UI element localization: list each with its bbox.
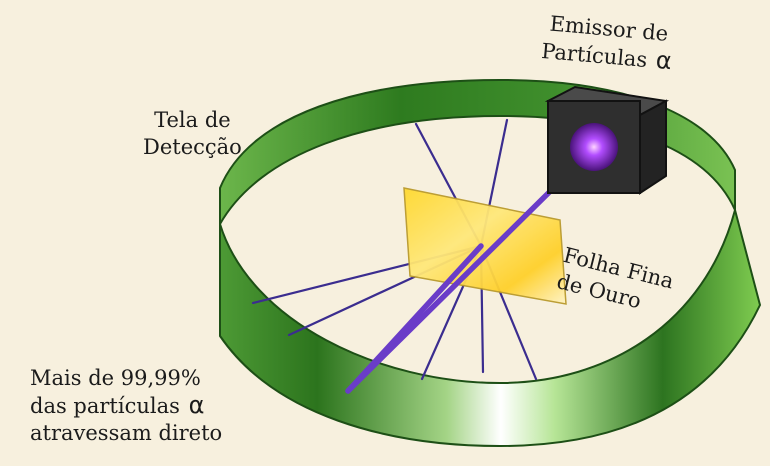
result-note-particles: das partículas — [30, 394, 180, 418]
result-note-line-3: atravessam direto — [30, 421, 223, 445]
emitter-label: Emissor de Partículas α — [540, 10, 675, 76]
result-note-line-2: das partículas α — [30, 392, 222, 420]
detection-screen-line-2: Detecção — [143, 135, 242, 159]
gold-foil — [403, 187, 567, 305]
alpha-source-icon — [570, 123, 618, 171]
beam-overlap — [345, 243, 484, 394]
emitter-box — [544, 85, 670, 195]
result-note-line-1: Mais de 99,99% — [30, 366, 201, 390]
result-note-label: Mais de 99,99% das partículas α atravess… — [30, 365, 222, 447]
result-note-alpha-symbol: α — [188, 391, 205, 419]
detection-screen-label: Tela de Detecção — [143, 107, 242, 161]
emitter-alpha-symbol: α — [654, 45, 673, 76]
detection-screen-line-1: Tela de — [154, 108, 231, 132]
